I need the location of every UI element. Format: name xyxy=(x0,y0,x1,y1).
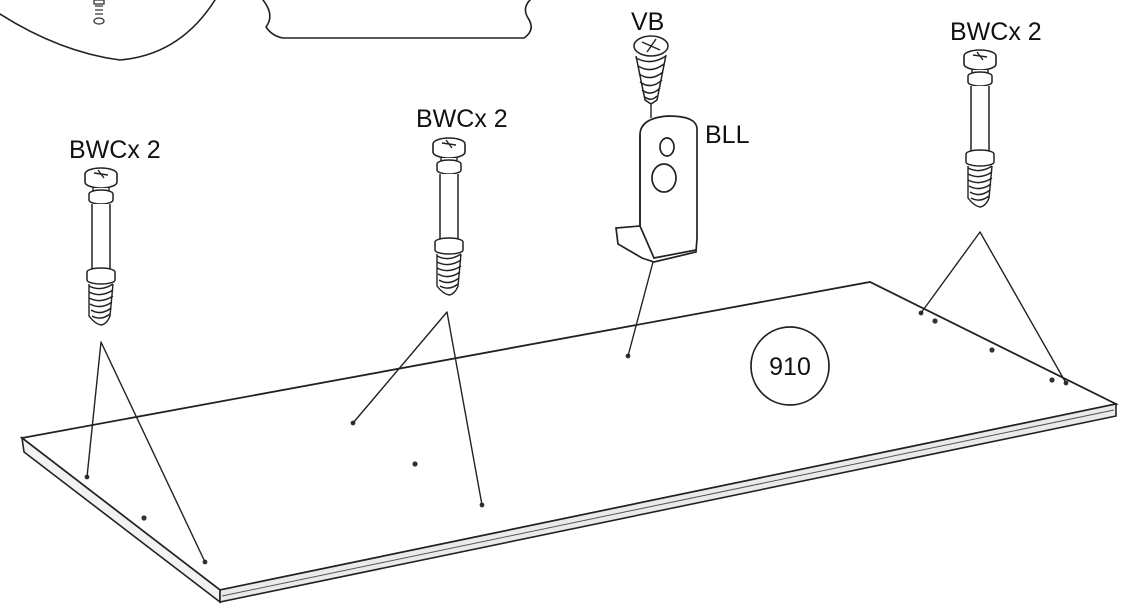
label-right-screws: BWCx 2 xyxy=(950,18,1042,46)
panel-910 xyxy=(19,281,1119,604)
vb-screw xyxy=(633,35,669,105)
panel-id-badge: 910 xyxy=(750,326,830,406)
label-left-screws: BWCx 2 xyxy=(69,136,161,164)
cam-bolt-right xyxy=(963,49,997,208)
leader-lines xyxy=(86,231,1067,563)
cam-bolt-middle xyxy=(432,137,466,296)
panel-id-label: 910 xyxy=(769,353,811,381)
label-vb: VB xyxy=(631,8,664,36)
inset-screw-icon xyxy=(93,0,105,25)
inset-callout xyxy=(0,0,216,61)
label-bll: BLL xyxy=(705,121,750,149)
cam-bolt-left xyxy=(84,167,118,326)
bll-bracket xyxy=(615,115,698,263)
label-middle-screws: BWCx 2 xyxy=(416,105,508,133)
note-box xyxy=(262,0,532,39)
